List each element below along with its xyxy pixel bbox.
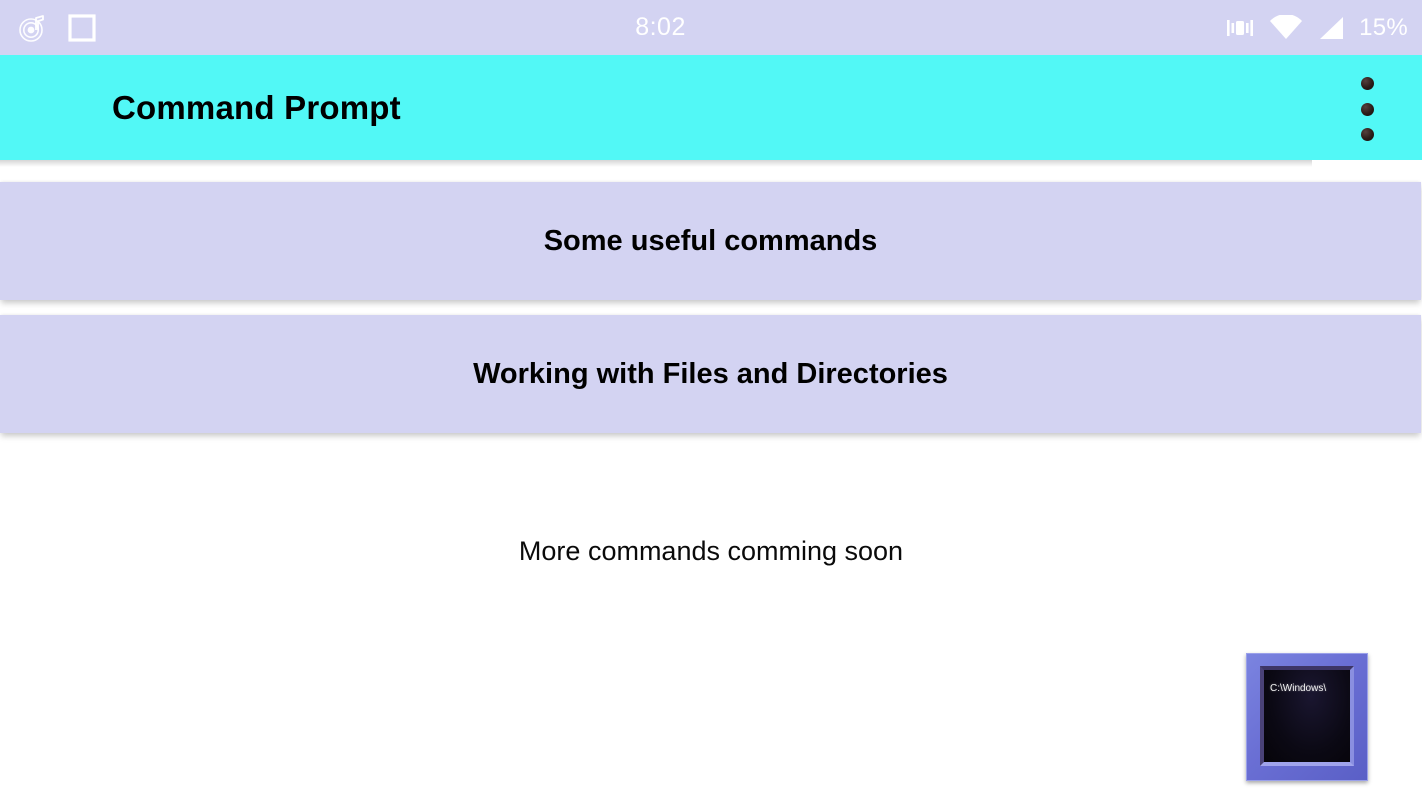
status-bar: 8:02 15%	[0, 0, 1422, 55]
app-bar: Command Prompt	[0, 55, 1422, 167]
status-bar-clock: 8:02	[635, 13, 686, 41]
status-bar-left-icons	[18, 13, 96, 43]
status-bar-right-icons: 15%	[1225, 14, 1408, 42]
music-note-icon	[18, 13, 48, 43]
command-prompt-thumbnail-frame: C:\Windows\	[1260, 666, 1354, 766]
list-item-some-useful-commands[interactable]: Some useful commands	[0, 182, 1421, 300]
page-title: Command Prompt	[112, 88, 401, 126]
list-item-working-with-files-and-directories[interactable]: Working with Files and Directories	[0, 315, 1421, 433]
cellular-signal-icon	[1317, 15, 1345, 41]
overflow-dot-icon	[1360, 102, 1374, 116]
overflow-dot-icon	[1360, 77, 1374, 90]
vibrate-icon	[1225, 15, 1255, 41]
app-square-icon	[68, 13, 96, 42]
battery-percentage-label: 15%	[1359, 13, 1408, 41]
status-bar-center: 8:02	[96, 13, 1225, 42]
command-prompt-thumbnail-text: C:\Windows\	[1270, 683, 1327, 694]
command-prompt-thumbnail-screen	[1264, 670, 1350, 762]
card-title: Working with Files and Directories	[473, 357, 948, 390]
overflow-menu-button[interactable]	[1356, 77, 1378, 141]
wifi-icon	[1269, 14, 1303, 41]
overflow-dot-icon	[1360, 128, 1374, 141]
card-title: Some useful commands	[543, 224, 878, 257]
footer-note: More commands comming soon	[518, 536, 904, 566]
command-prompt-thumbnail: C:\Windows\	[1246, 653, 1368, 781]
